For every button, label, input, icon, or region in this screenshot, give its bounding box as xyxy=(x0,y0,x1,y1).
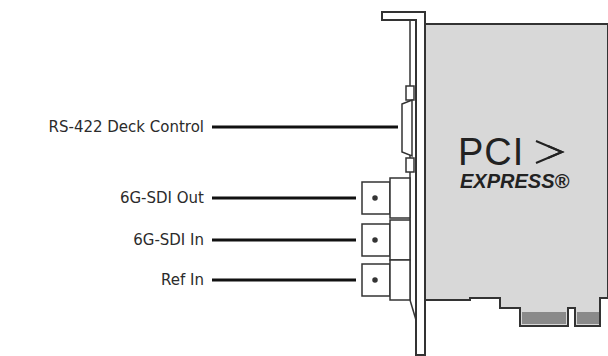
screw-post xyxy=(406,86,414,100)
db9-connector xyxy=(402,100,412,156)
logo-text: PCI xyxy=(458,132,524,172)
bnc-connector xyxy=(362,220,410,260)
connector-label: RS-422 Deck Control xyxy=(49,118,204,136)
connector-label: Ref In xyxy=(161,271,204,289)
bnc-connector xyxy=(362,260,410,300)
logo-text: EXPRESS® xyxy=(460,170,569,192)
bracket-edge xyxy=(410,300,416,320)
pci-express-logo-mark xyxy=(536,141,562,163)
edge-connector xyxy=(522,312,566,324)
edge-connector xyxy=(577,312,599,324)
connector-label: 6G-SDI In xyxy=(133,231,204,249)
bnc-connector xyxy=(362,178,410,218)
connector-label: 6G-SDI Out xyxy=(120,189,204,207)
screw-post xyxy=(406,158,414,172)
leader-lines xyxy=(212,127,398,280)
circuit-board xyxy=(425,24,608,326)
